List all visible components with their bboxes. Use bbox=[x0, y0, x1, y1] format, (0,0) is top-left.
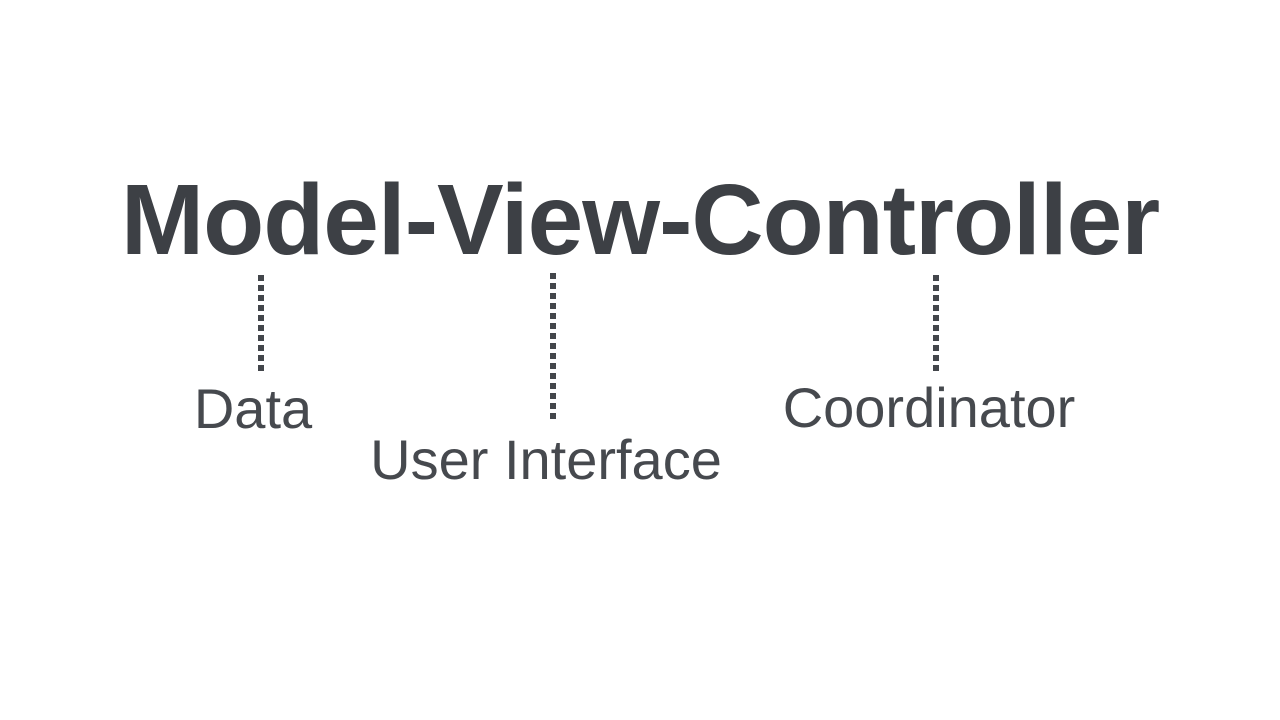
dotted-connector-controller bbox=[933, 275, 939, 371]
annotation-label-controller: Coordinator bbox=[782, 376, 1076, 439]
annotation-label-model: Data bbox=[193, 377, 313, 440]
annotation-label-view: User Interface bbox=[370, 428, 722, 491]
dotted-connector-model bbox=[258, 275, 264, 371]
dotted-connector-view bbox=[550, 273, 556, 421]
page-title: Model-View-Controller bbox=[120, 164, 1160, 276]
